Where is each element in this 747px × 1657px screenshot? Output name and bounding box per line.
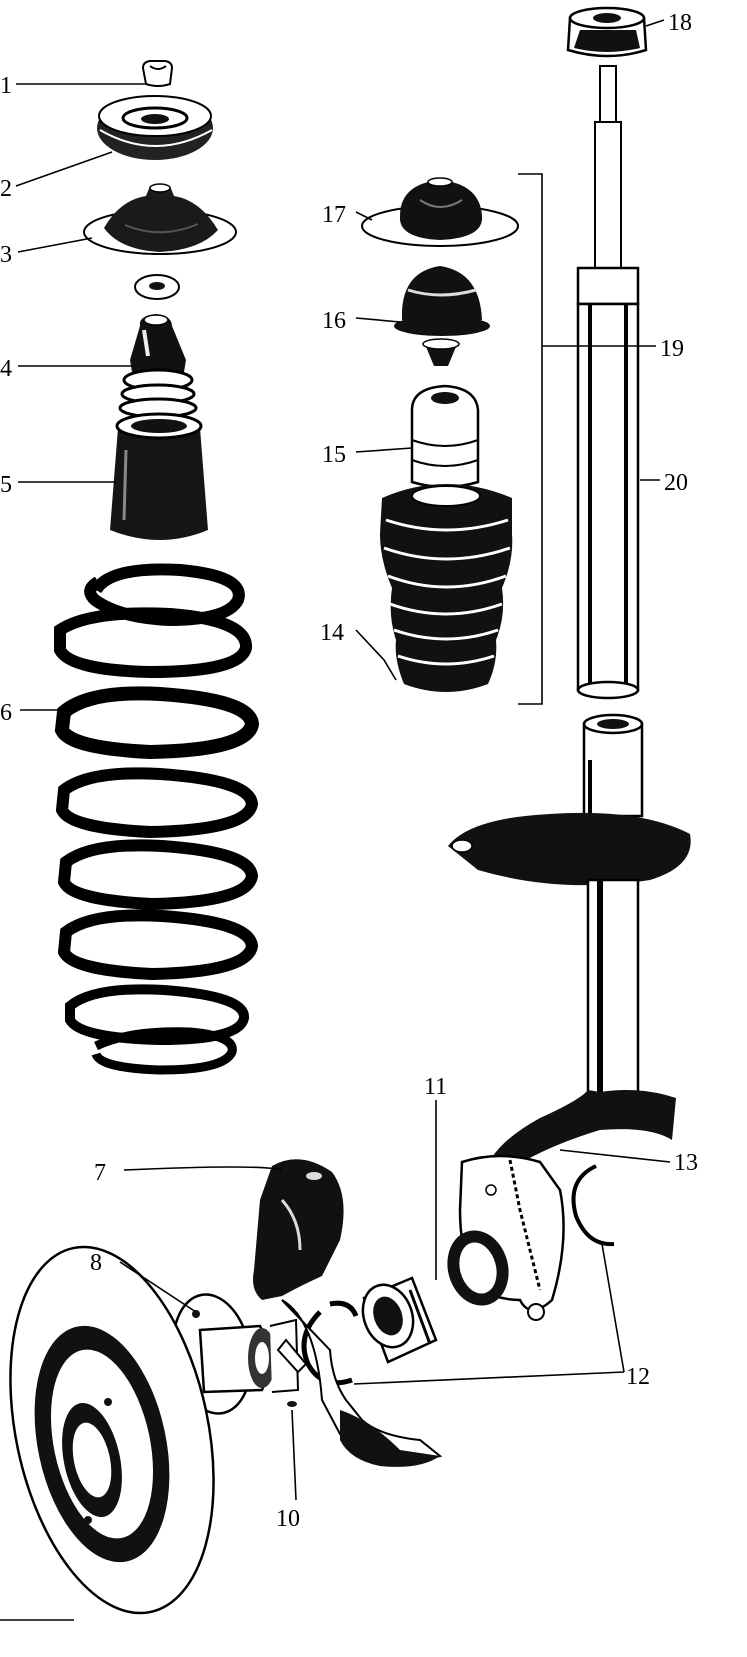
label-11: 11 bbox=[424, 1074, 447, 1100]
part-2-support-bearing bbox=[97, 95, 213, 160]
part-13-strut-knuckle bbox=[447, 713, 691, 1321]
part-1-cap bbox=[141, 60, 174, 87]
part-3-upper-spring-seat bbox=[83, 183, 237, 255]
label-7: 7 bbox=[94, 1160, 106, 1186]
part-6-coil-spring bbox=[54, 563, 260, 1075]
label-5: 5 bbox=[0, 472, 12, 498]
lower-shield-plate bbox=[276, 1299, 443, 1467]
part-18-nut bbox=[566, 6, 648, 58]
label-1: 1 bbox=[0, 73, 12, 99]
part-11-wheel-bearing bbox=[361, 1276, 438, 1364]
part-4-bump-stop bbox=[118, 314, 198, 419]
part-7-splash-shield bbox=[253, 1159, 344, 1300]
label-17: 17 bbox=[322, 202, 346, 228]
label-20: 20 bbox=[664, 470, 688, 496]
label-10: 10 bbox=[276, 1506, 300, 1532]
label-8: 8 bbox=[90, 1250, 102, 1276]
bracket-group-19 bbox=[518, 173, 543, 705]
part-5-protective-boot bbox=[110, 412, 208, 540]
label-6: 6 bbox=[0, 700, 12, 726]
part-14-bellows-boot bbox=[380, 484, 513, 692]
label-12: 12 bbox=[626, 1364, 650, 1390]
part-20-shock-absorber bbox=[576, 65, 640, 700]
label-4: 4 bbox=[0, 356, 12, 382]
label-19: 19 bbox=[660, 336, 684, 362]
part-17-upper-seat bbox=[361, 177, 519, 247]
small-washer bbox=[134, 274, 180, 300]
label-14: 14 bbox=[320, 620, 344, 646]
label-18: 18 bbox=[668, 10, 692, 36]
label-13: 13 bbox=[674, 1150, 698, 1176]
label-2: 2 bbox=[0, 176, 12, 202]
leader-lines bbox=[0, 19, 671, 1621]
label-15: 15 bbox=[322, 442, 346, 468]
label-3: 3 bbox=[0, 242, 12, 268]
part-16-rubber-cup bbox=[394, 266, 490, 366]
brake-disc bbox=[9, 1245, 215, 1615]
label-16: 16 bbox=[322, 308, 346, 334]
part-15-compression-buffer bbox=[410, 384, 480, 489]
